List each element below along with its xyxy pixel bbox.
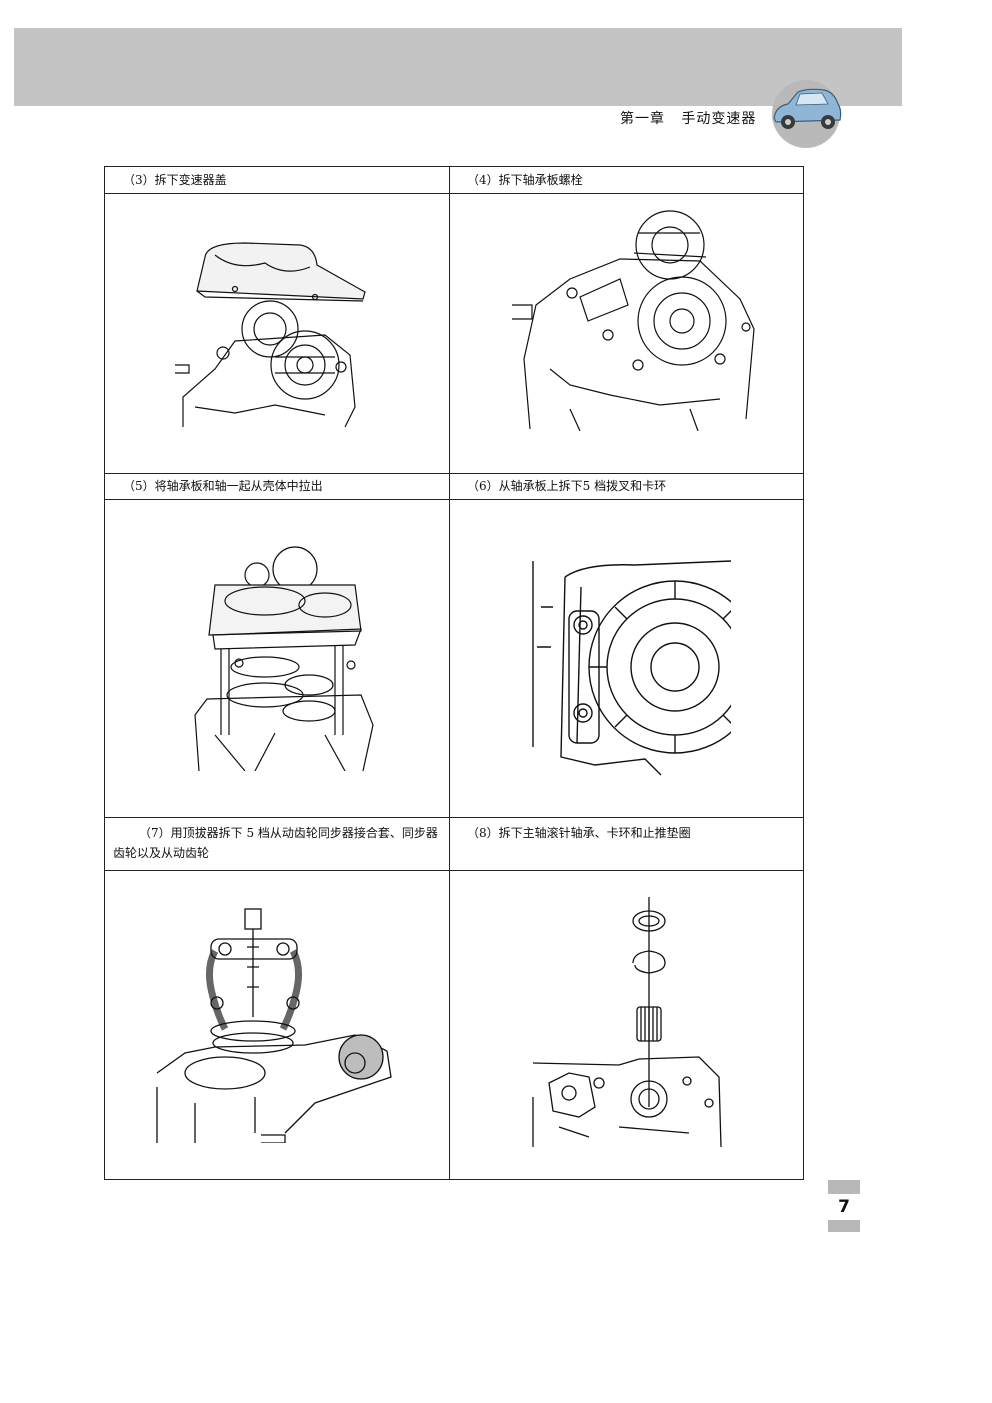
step-6-label: （6）从轴承板上拆下5 档拨叉和卡环 [467, 479, 667, 493]
needle-bearing-exploded-illustration [532, 897, 722, 1147]
step-5-label: （5）将轴承板和轴一起从壳体中拉出 [123, 479, 323, 493]
page-number-bar-bottom [828, 1220, 860, 1232]
step-4-label: （4）拆下轴承板螺栓 [467, 173, 583, 187]
row-divider [105, 473, 803, 474]
bearing-plate-bolts-illustration [512, 210, 755, 431]
page-number: 7 [838, 1197, 850, 1217]
page-number-bar-top [828, 1180, 860, 1194]
step-3-label: （3）拆下变速器盖 [123, 173, 227, 187]
header-band [14, 28, 902, 106]
shift-fork-snap-ring-illustration [532, 560, 731, 776]
transmission-cover-illustration [175, 242, 366, 427]
bearing-plate-shafts-illustration [194, 546, 374, 771]
step-8-label: （8）拆下主轴滚针轴承、卡环和止推垫圈 [467, 826, 691, 840]
procedure-table: （3）拆下变速器盖 （4）拆下轴承板螺栓 （5）将轴承板和轴一起从壳体中拉出 （… [104, 166, 804, 1180]
row-divider [105, 499, 803, 500]
row-divider [105, 193, 803, 194]
row-divider [105, 870, 803, 871]
chapter-label: 第一章 手动变速器 [620, 111, 757, 127]
car-logo-icon [772, 80, 842, 148]
column-divider [449, 167, 450, 1179]
row-divider [105, 817, 803, 818]
step-7-label: （7）用顶拔器拆下 5 档从动齿轮同步器接合套、同步器齿轮以及从动齿轮 [113, 826, 438, 860]
puller-synchronizer-illustration [156, 908, 392, 1143]
